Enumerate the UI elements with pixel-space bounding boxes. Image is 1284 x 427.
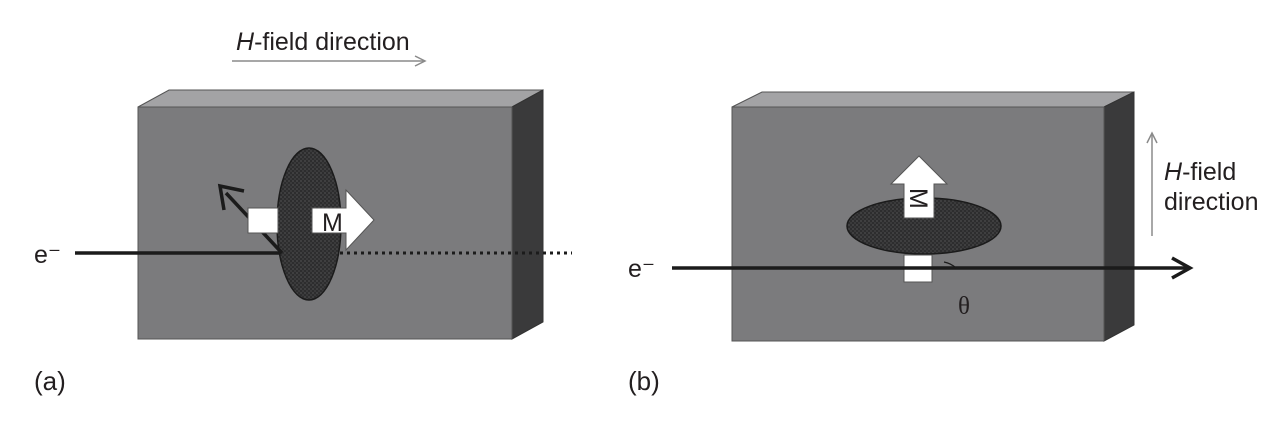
panel-a: H-field direction M e⁻ xyxy=(34,28,572,396)
panel-b-electron-label: e⁻ xyxy=(628,255,655,283)
panel-b-field-label-line2: direction xyxy=(1164,188,1259,216)
panel-b-electron-path xyxy=(672,256,1194,280)
panel-b-m-label: M xyxy=(904,188,932,209)
panel-a-field-label: H-field direction xyxy=(236,28,410,56)
panel-a-label: (a) xyxy=(34,366,66,396)
panel-b-angle-label: θ xyxy=(958,293,970,320)
panel-a-electron-label: e⁻ xyxy=(34,241,61,269)
panel-a-magnetization-arrow: M xyxy=(247,188,375,252)
panel-b: M θ e⁻ H-field direction (b) xyxy=(628,91,1259,396)
panel-a-field-arrow xyxy=(232,55,427,67)
panel-b-label: (b) xyxy=(628,366,660,396)
panel-b-field-arrow xyxy=(1146,131,1158,236)
panel-b-angle-arc xyxy=(943,261,957,269)
panel-b-slab xyxy=(731,91,1135,342)
panel-a-m-label: M xyxy=(322,209,343,237)
panel-b-field-label: H-field xyxy=(1164,158,1236,186)
